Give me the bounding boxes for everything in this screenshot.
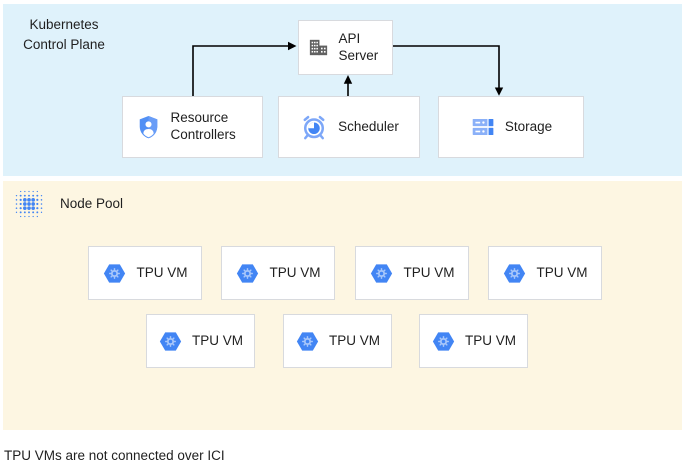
tpu-vm-node: TPU VM xyxy=(221,246,335,300)
gke-hexagon-icon xyxy=(158,329,183,354)
gke-hexagon-icon xyxy=(295,329,320,354)
tpu-vm-label: TPU VM xyxy=(191,332,243,348)
tpu-vm-label: TPU VM xyxy=(328,332,380,348)
scheduler-node: Scheduler xyxy=(278,96,420,158)
shield-user-icon xyxy=(135,114,162,141)
tpu-vm-node: TPU VM xyxy=(283,314,392,368)
api-server-label: API Server xyxy=(338,30,379,63)
tpu-vm-node: TPU VM xyxy=(488,246,602,300)
node-pool-header: Node Pool xyxy=(14,189,123,219)
storage-node: Storage xyxy=(438,96,584,158)
control-plane-label: Kubernetes Control Plane xyxy=(23,17,105,52)
resource-controllers-label: Resource Controllers xyxy=(170,110,236,142)
api-server-node: API Server xyxy=(298,20,393,75)
node-pool-label: Node Pool xyxy=(60,196,124,212)
alarm-clock-icon xyxy=(299,112,329,142)
scheduler-label: Scheduler xyxy=(338,118,399,134)
resource-controllers-node: Resource Controllers xyxy=(122,96,263,158)
gke-hexagon-icon xyxy=(431,329,456,354)
tpu-vm-label: TPU VM xyxy=(136,264,188,280)
tpu-vm-label: TPU VM xyxy=(403,264,455,280)
tpu-vm-label: TPU VM xyxy=(536,264,588,280)
tpu-vm-label: TPU VM xyxy=(464,332,516,348)
tpu-vm-label: TPU VM xyxy=(269,264,321,280)
building-icon xyxy=(307,36,330,59)
diagram-caption: TPU VMs are not connected over ICI xyxy=(4,448,225,463)
tpu-vm-node: TPU VM xyxy=(88,246,202,300)
server-rack-icon xyxy=(470,114,496,140)
tpu-vm-node: TPU VM xyxy=(146,314,255,368)
gke-hexagon-icon xyxy=(102,261,127,286)
dot-cluster-icon xyxy=(14,189,44,219)
gke-hexagon-icon xyxy=(502,261,527,286)
storage-label: Storage xyxy=(504,118,553,134)
node-pool-region xyxy=(3,181,682,430)
gke-hexagon-icon xyxy=(369,261,394,286)
tpu-vm-node: TPU VM xyxy=(419,314,528,368)
tpu-vm-node: TPU VM xyxy=(355,246,469,300)
gke-hexagon-icon xyxy=(235,261,260,286)
